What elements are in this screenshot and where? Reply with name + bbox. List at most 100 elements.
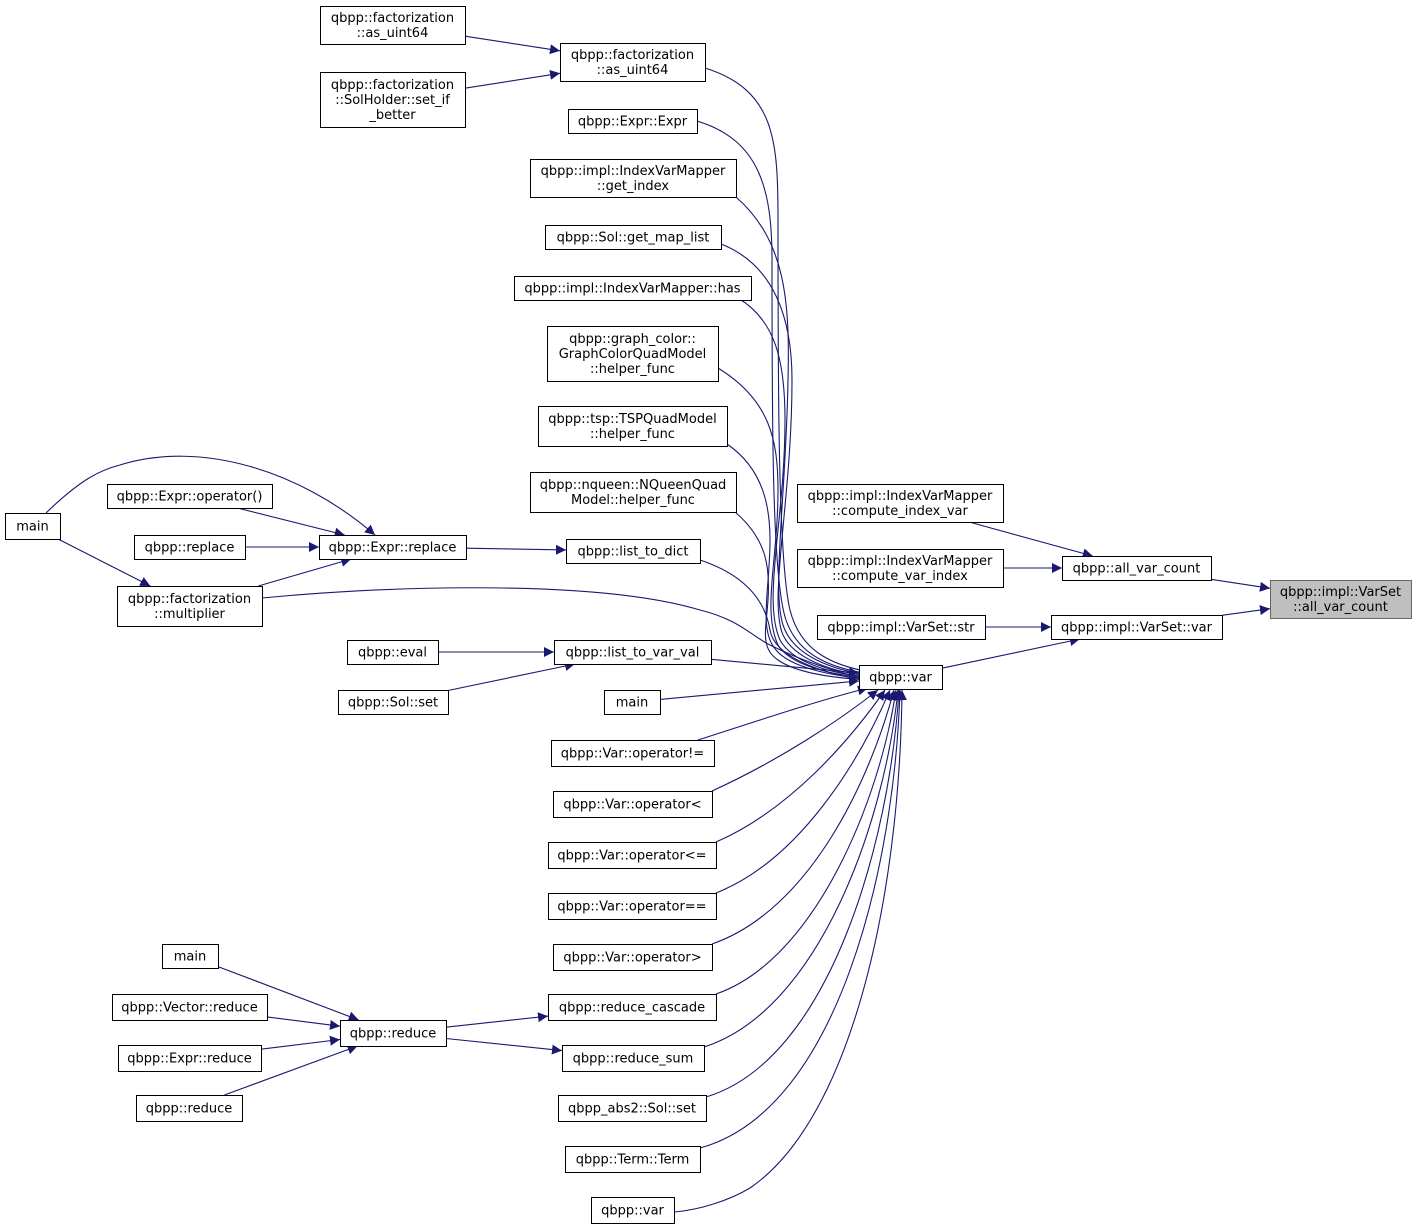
node-var2[interactable]: qbpp::var [591,1197,675,1224]
node-opeq[interactable]: qbpp::Var::operator== [548,893,717,920]
edge-redcas-to-var [715,689,900,995]
node-box [530,472,737,513]
node-box [162,944,219,969]
node-box [118,1045,262,1072]
node-main3[interactable]: main [162,944,219,969]
node-label: ::helper_func [590,427,675,442]
node-label: ::as_uint64 [597,63,669,78]
node-solset[interactable]: qbpp::Sol::set [338,690,449,715]
node-cvi[interactable]: qbpp::impl::IndexVarMapper::compute_var_… [797,549,1004,588]
node-box [558,1095,707,1122]
node-box [553,791,713,818]
node-has[interactable]: qbpp::impl::IndexVarMapper::has [514,276,752,301]
node-box [107,484,273,509]
node-box [530,159,737,198]
node-redsum[interactable]: qbpp::reduce_sum [562,1045,705,1072]
node-label: qbpp::Var::operator!= [561,747,705,762]
node-l2vv[interactable]: qbpp::list_to_var_val [554,640,712,665]
node-gc[interactable]: qbpp::graph_color::GraphColorQuadModel::… [547,326,719,382]
node-opne[interactable]: qbpp::Var::operator!= [551,740,715,767]
node-main1[interactable]: main [5,513,61,540]
edge-var2-to-var [673,689,907,1213]
node-getidx[interactable]: qbpp::impl::IndexVarMapper::get_index [530,159,737,198]
edge-opgt-to-var [711,689,897,945]
node-label: qbpp::factorization [571,48,694,63]
node-eval[interactable]: qbpp::eval [347,640,439,665]
node-label: qbpp::Expr::reduce [127,1052,252,1067]
node-box [1270,580,1412,619]
node-box [554,640,712,665]
node-box [548,994,717,1021]
node-label: qbpp::Var::operator== [557,900,706,915]
node-label: qbpp::impl::VarSet [1280,585,1401,600]
node-label: qbpp::Expr::Expr [578,115,688,130]
node-civ[interactable]: qbpp::impl::IndexVarMapper::compute_inde… [797,484,1004,523]
node-reduce[interactable]: qbpp::reduce [340,1020,447,1047]
node-tsp[interactable]: qbpp::tsp::TSPQuadModel::helper_func [538,406,728,447]
node-label: qbpp::var [869,671,932,686]
node-box [553,944,713,971]
node-oplt[interactable]: qbpp::Var::operator< [553,791,713,818]
node-label: ::helper_func [590,362,675,377]
node-label: qbpp::Term::Term [576,1153,690,1168]
edge-mult-to-exprreplace [258,556,352,587]
node-exprreplace[interactable]: qbpp::Expr::replace [319,535,467,560]
node-exprred[interactable]: qbpp::Expr::reduce [118,1045,262,1072]
node-asu_b[interactable]: qbpp::factorization::as_uint64 [320,6,466,45]
node-box [1062,556,1212,581]
node-label: main [616,696,648,711]
node-mult[interactable]: qbpp::factorization::multiplier [117,586,263,627]
node-box [319,535,467,560]
node-label: qbpp::factorization [128,592,251,607]
node-l2d[interactable]: qbpp::list_to_dict [566,539,701,564]
node-label: ::SolHolder::set_if [335,93,450,108]
node-label: ::as_uint64 [357,26,429,41]
node-reduce2[interactable]: qbpp::reduce [136,1095,243,1122]
node-label: qbpp::factorization [331,11,454,26]
node-exprexpr[interactable]: qbpp::Expr::Expr [568,109,698,134]
node-str[interactable]: qbpp::impl::VarSet::str [817,615,986,640]
node-exprop[interactable]: qbpp::Expr::operator() [107,484,273,509]
node-replace[interactable]: qbpp::replace [134,535,246,560]
node-box [604,690,661,715]
node-box [562,1045,705,1072]
edge-reduce2-to-reduce [224,1044,358,1096]
node-box [134,535,246,560]
edge-solset-to-l2vv [447,661,576,692]
node-vecred[interactable]: qbpp::Vector::reduce [112,994,268,1021]
node-allvar[interactable]: qbpp::all_var_count [1062,556,1212,581]
edge-reduce-to-redsum [445,1037,563,1055]
node-var_member[interactable]: qbpp::impl::VarSet::var [1051,615,1223,640]
edge-exprreplace-to-l2d [465,544,567,555]
node-redcas[interactable]: qbpp::reduce_cascade [548,994,717,1021]
node-term[interactable]: qbpp::Term::Term [565,1146,701,1173]
edge-redsum-to-var [703,689,902,1048]
edge-gc-to-var [717,367,871,683]
node-box [320,72,466,128]
node-label: qbpp::Var::operator< [563,798,701,813]
node-main2[interactable]: main [604,690,661,715]
node-asu_a[interactable]: qbpp::factorization::as_uint64 [560,43,706,82]
node-label: qbpp::Expr::replace [329,541,457,556]
node-nq[interactable]: qbpp::nqueen::NQueenQuadModel::helper_fu… [530,472,737,513]
node-box [1051,615,1223,640]
node-box [591,1197,675,1224]
node-getmap[interactable]: qbpp::Sol::get_map_list [545,225,722,250]
node-setif[interactable]: qbpp::factorization::SolHolder::set_if_b… [320,72,466,128]
node-label: qbpp::Sol::get_map_list [557,231,710,246]
node-ople[interactable]: qbpp::Var::operator<= [548,842,717,869]
edge-has-to-var [737,297,871,682]
edge-getidx-to-var [735,196,871,679]
edge-term-to-var [699,689,905,1149]
edge-tsp-to-var [726,443,871,684]
edge-allvar-to-target [1210,578,1271,592]
edge-getmap-to-var [720,243,871,680]
node-abs2[interactable]: qbpp_abs2::Sol::set [558,1095,707,1122]
node-var[interactable]: qbpp::var [859,665,943,690]
edge-l2d-to-var [699,559,871,685]
node-opgt[interactable]: qbpp::Var::operator> [553,944,713,971]
node-label: _better [368,108,416,123]
edge-var_member-to-target [1221,605,1271,616]
node-box [136,1095,243,1122]
node-label: qbpp::impl::IndexVarMapper::has [524,282,740,297]
